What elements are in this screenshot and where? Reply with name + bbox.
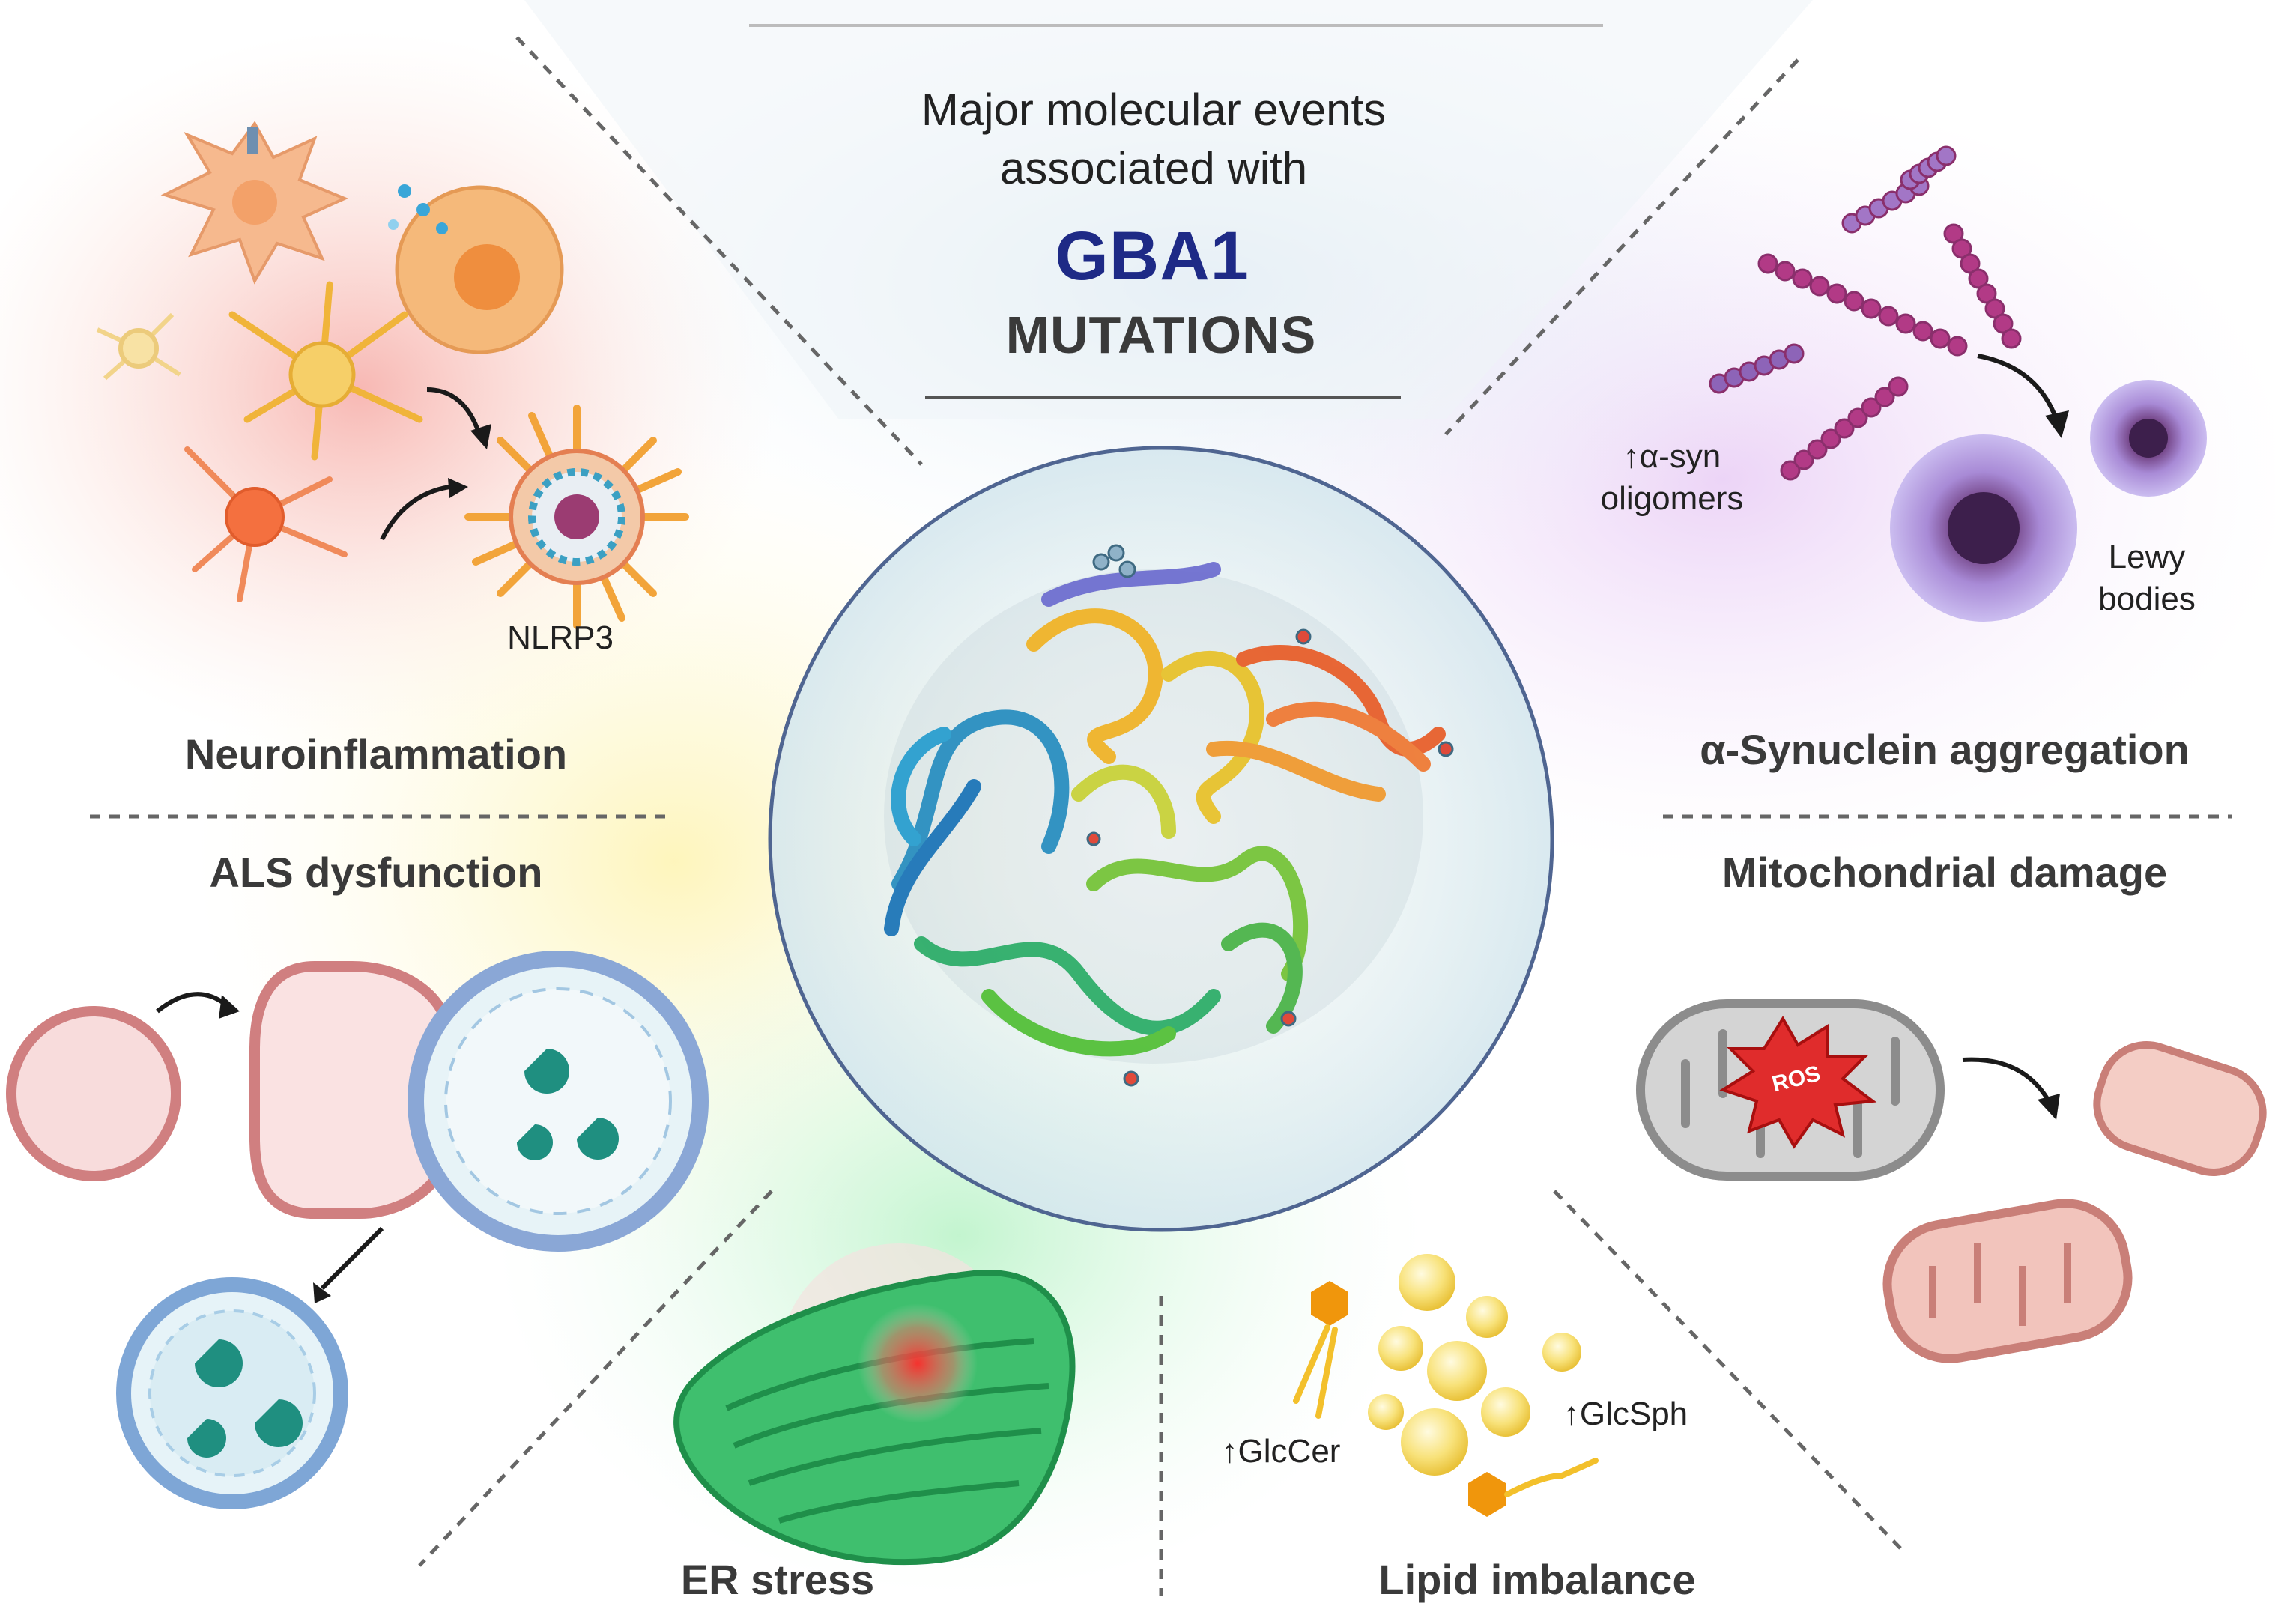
synuclein-bead — [1951, 238, 1972, 259]
synuclein-bead — [1861, 397, 1882, 418]
synuclein-bead — [1878, 306, 1899, 327]
section-lipid-imbalance: Lipid imbalance — [1378, 1556, 1696, 1603]
synuclein-bead — [2001, 328, 2022, 349]
oligomers-label-line-2: oligomers — [1600, 480, 1744, 517]
synuclein-bead — [1826, 283, 1847, 304]
oligomers-label: ↑α-syn oligomers — [1601, 436, 1744, 520]
synuclein-bead — [1943, 223, 1964, 244]
lysosome-icon — [116, 1277, 348, 1509]
title-line-2: associated with — [999, 143, 1308, 193]
glcsph-label: ↑GlcSph — [1563, 1396, 1688, 1432]
figure-title: Major molecular events associated with — [921, 81, 1386, 198]
synuclein-bead — [1874, 387, 1895, 407]
synuclein-bead — [1820, 428, 1841, 449]
endoplasmic-reticulum-icon — [673, 1243, 1076, 1566]
synuclein-bead — [1947, 336, 1968, 357]
section-mitochondrial-damage: Mitochondrial damage — [1721, 849, 2168, 896]
als-illustration — [6, 951, 709, 1509]
macrophage-icon — [388, 184, 564, 354]
synuclein-bead — [1968, 268, 1989, 289]
synuclein-bead — [1834, 418, 1855, 439]
glucosylceramide-icon — [1293, 1281, 1348, 1419]
section-neuroinflammation: Neuroinflammation — [184, 730, 568, 778]
synuclein-bead — [1930, 328, 1951, 349]
lewy-body-icon — [1890, 380, 2207, 622]
synuclein-bead — [1809, 276, 1830, 297]
section-dividers — [90, 24, 2232, 1596]
mitochondrion-icon — [1636, 999, 1945, 1181]
section-als-dysfunction: ALS dysfunction — [209, 849, 543, 896]
gene-name: GBA1 — [1055, 218, 1249, 294]
microglia-icon — [160, 121, 349, 285]
synuclein-bead — [1912, 321, 1933, 342]
synuclein-bead — [1792, 268, 1813, 289]
neuron-icon — [184, 446, 348, 602]
nlrp3-label: NLRP3 — [507, 619, 614, 656]
astrocyte-small-icon — [96, 312, 181, 381]
alpha-synuclein-chain-icon — [1709, 145, 2022, 481]
glucosylsphingosine-icon — [1468, 1458, 1599, 1517]
synuclein-bead — [1936, 145, 1957, 166]
lipid-illustration — [1293, 1254, 1599, 1517]
astrocyte-icon — [228, 281, 423, 461]
synuclein-bead — [1888, 376, 1909, 397]
synuclein-bead — [1775, 261, 1796, 282]
synuclein-bead — [1960, 253, 1981, 274]
synuclein-bead — [1757, 253, 1778, 274]
lewy-bodies-label: Lewy bodies — [2098, 536, 2196, 620]
mitochondrion-illustration — [1636, 999, 2267, 1363]
neuroinflammation-illustration — [96, 121, 689, 629]
synuclein-bead — [1784, 343, 1805, 364]
synuclein-bead — [1807, 439, 1828, 460]
damaged-mitochondrion-icon — [1882, 1041, 2267, 1363]
lewy-label-line-2: bodies — [2098, 581, 2196, 617]
synuclein-bead — [1780, 460, 1801, 481]
nlrp3-inflammasome-icon — [464, 405, 689, 629]
glccer-label: ↑GlcCer — [1221, 1433, 1341, 1470]
oligomers-label-line-1: ↑α-syn — [1623, 438, 1721, 475]
title-line-1: Major molecular events — [921, 85, 1387, 135]
mutations-label: MUTATIONS — [1005, 306, 1317, 364]
synuclein-bead — [1984, 298, 2005, 319]
synuclein-bead — [1895, 313, 1916, 334]
synuclein-illustration — [1709, 145, 2207, 622]
synuclein-bead — [1844, 291, 1864, 312]
synuclein-bead — [1847, 407, 1868, 428]
synuclein-bead — [1861, 298, 1882, 319]
synuclein-bead — [1993, 313, 2014, 334]
lipid-droplet-icon — [1368, 1254, 1581, 1476]
section-er-stress: ER stress — [680, 1556, 875, 1603]
synuclein-bead — [1793, 449, 1814, 470]
synuclein-bead — [1976, 283, 1997, 304]
section-synuclein-aggregation: α-Synuclein aggregation — [1700, 726, 2190, 773]
lewy-label-line-1: Lewy — [2108, 539, 2186, 575]
gba1-protein-structure-icon — [768, 446, 1554, 1232]
